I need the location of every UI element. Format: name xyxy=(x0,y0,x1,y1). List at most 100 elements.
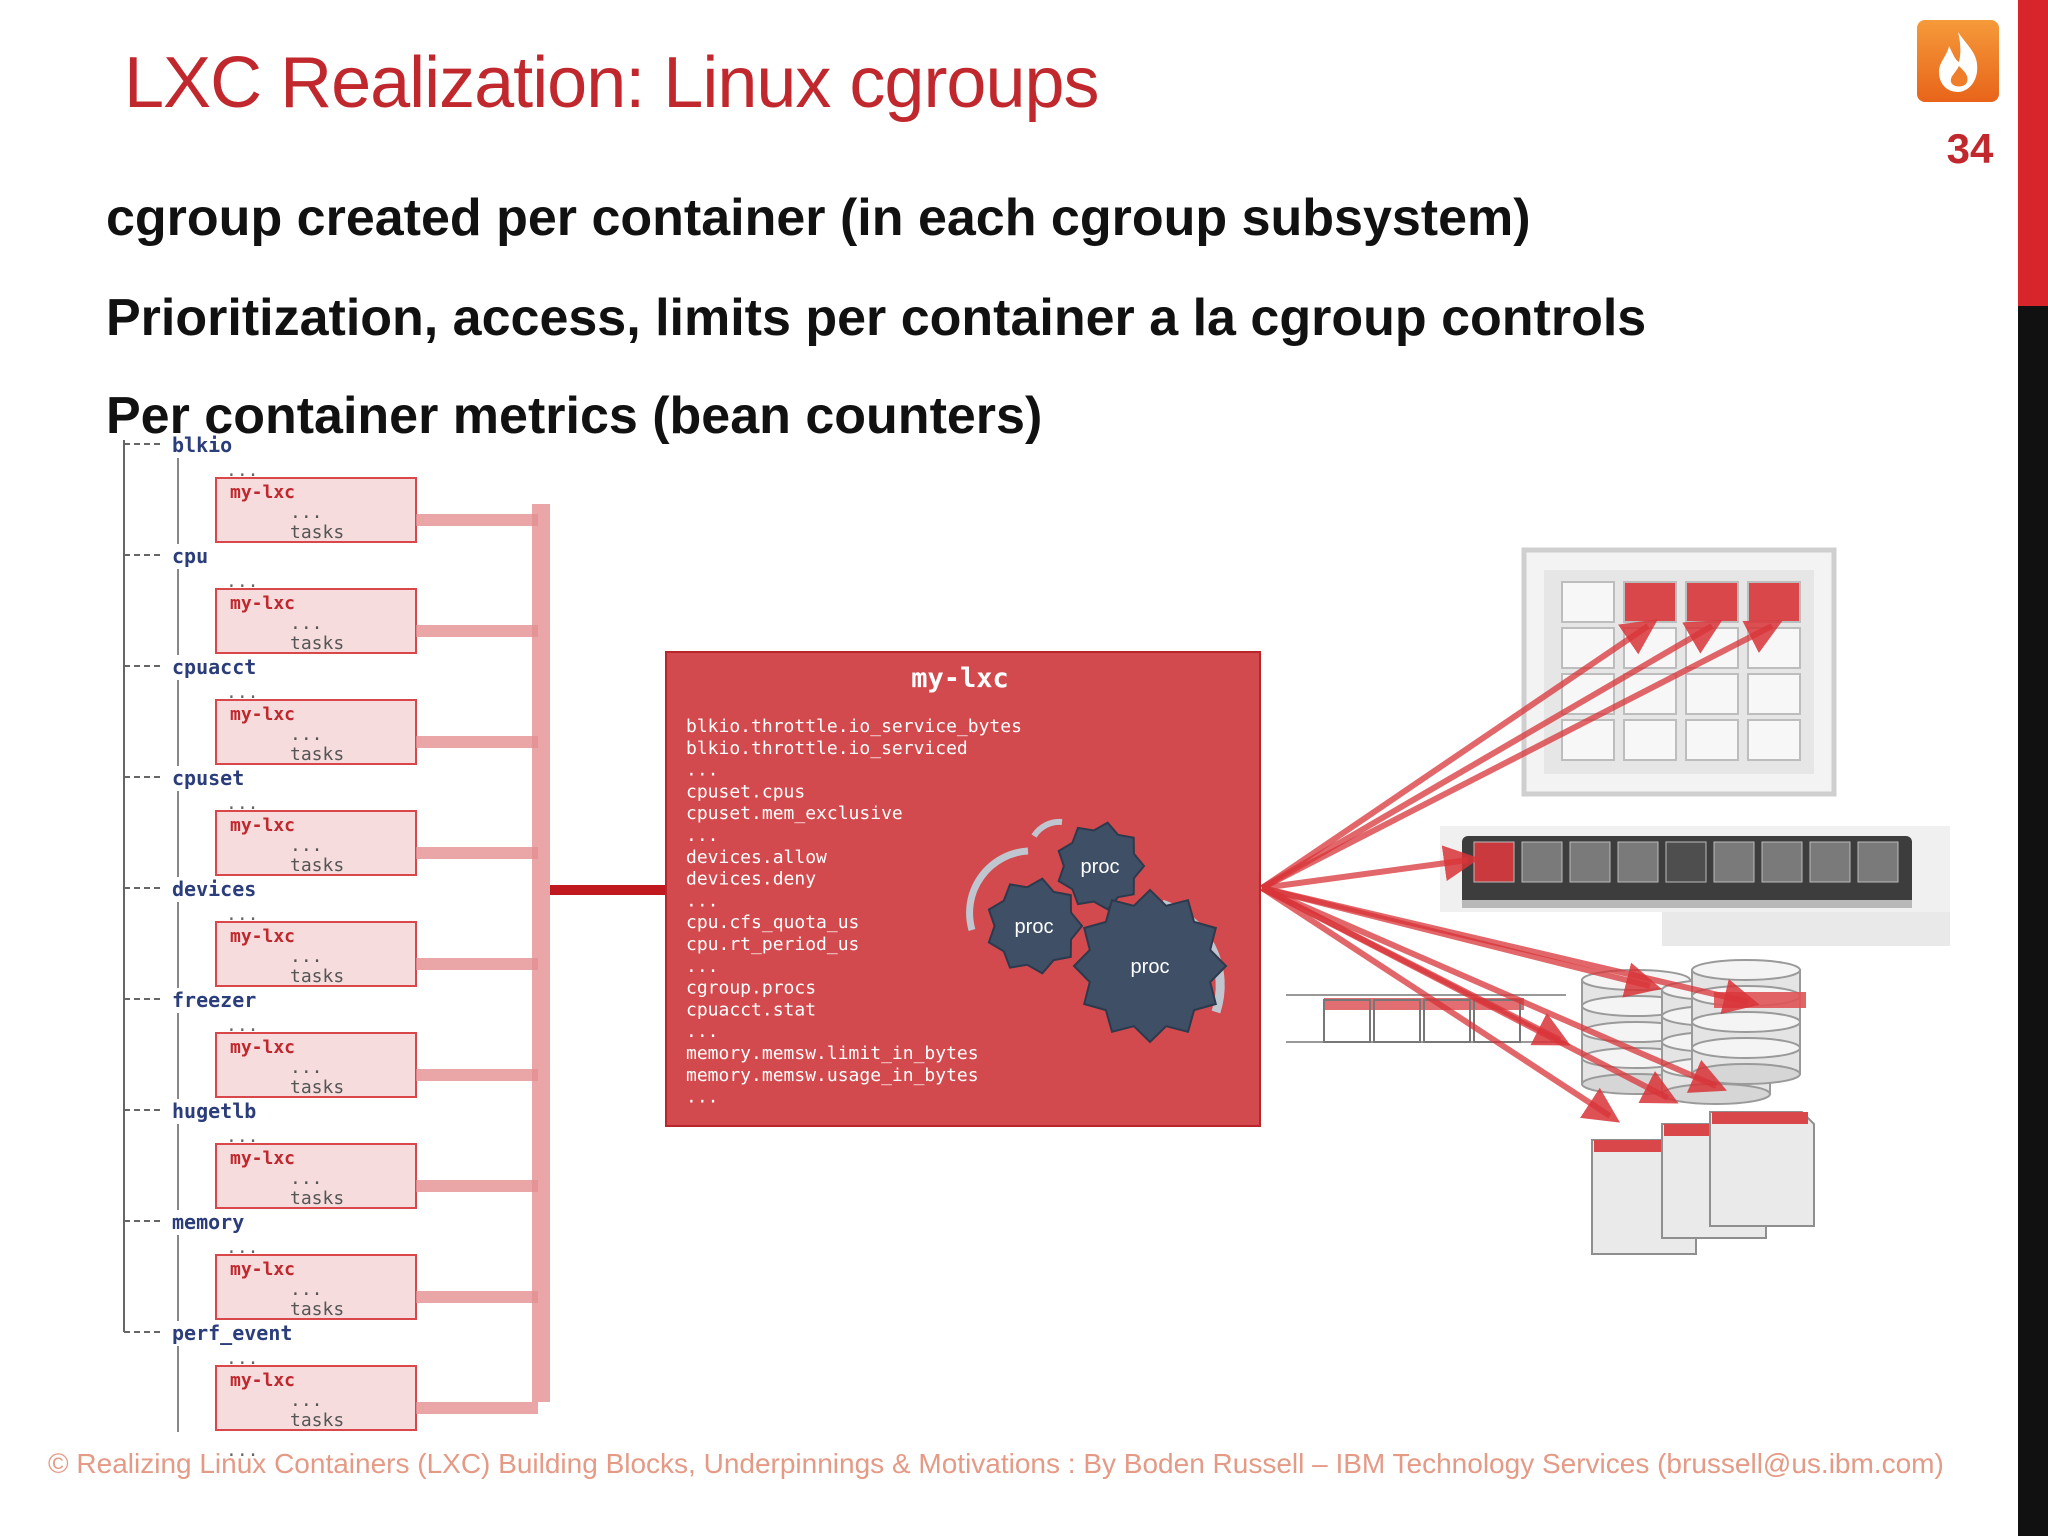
my-lxc-node xyxy=(215,699,417,765)
queue-slot xyxy=(1323,999,1371,1043)
my-lxc-node xyxy=(215,588,417,654)
memory-chip xyxy=(1569,841,1611,883)
memory-chip xyxy=(1617,841,1659,883)
resource-arrow xyxy=(1260,885,1727,1093)
page-number: 34 xyxy=(1946,125,1994,172)
tree-node-devices: devices...my-lxc...tasks xyxy=(124,877,538,988)
cpu-cell xyxy=(1561,581,1615,623)
proc-gear-icon: proc xyxy=(987,877,1084,975)
cgroup-file-line: ... xyxy=(686,956,719,977)
tasks-file: tasks xyxy=(290,1299,344,1320)
resource-arrow xyxy=(1260,885,1621,1123)
cpu-cell xyxy=(1685,719,1739,761)
memory-module-icon xyxy=(1440,826,1950,946)
tasks-file: tasks xyxy=(290,522,344,543)
document-icon xyxy=(1709,1111,1815,1227)
connector-branch xyxy=(416,1180,538,1192)
cgroup-file-line: cpuset.cpus xyxy=(686,781,805,802)
cgroup-box-bg xyxy=(665,651,1261,1127)
group-ellipsis: ... xyxy=(290,1279,323,1300)
resource-arrow xyxy=(1261,845,1480,891)
connector-branch xyxy=(416,1291,538,1303)
cpu-cell xyxy=(1561,719,1615,761)
tree-ellipsis: ... xyxy=(226,571,259,592)
tree-node-perf_event: perf_event...my-lxc...tasks xyxy=(124,1321,538,1432)
cgroup-file-line: memory.memsw.limit_in_bytes xyxy=(686,1043,979,1064)
memory-chip xyxy=(1665,841,1707,883)
proc-label: proc xyxy=(1131,956,1170,978)
accent-bar-dark xyxy=(2018,306,2048,1536)
connector-branch xyxy=(416,514,538,526)
subsystem-label: hugetlb xyxy=(172,1099,256,1123)
group-name: my-lxc xyxy=(230,1037,295,1058)
my-lxc-node xyxy=(215,1143,417,1209)
memory-chip xyxy=(1761,841,1803,883)
cgroup-file-line: cpu.cfs_quota_us xyxy=(686,912,859,933)
tree-ellipsis: ... xyxy=(226,1440,259,1461)
bullet-2: Prioritization, access, limits per conta… xyxy=(106,289,1647,347)
tree-node-cpuset: cpuset...my-lxc...tasks xyxy=(124,766,538,877)
cgroup-file-line: blkio.throttle.io_serviced xyxy=(686,738,968,759)
resource-arrow xyxy=(1260,619,1723,891)
subsystem-label: blkio xyxy=(172,433,232,457)
cgroup-file-line: ... xyxy=(686,890,719,911)
connector-branch xyxy=(416,1402,538,1414)
tasks-file: tasks xyxy=(290,1077,344,1098)
group-name: my-lxc xyxy=(230,1259,295,1280)
tree-ellipsis: ... xyxy=(226,1126,259,1147)
my-lxc-node xyxy=(215,1032,417,1098)
cgroup-file-line: blkio.throttle.io_service_bytes xyxy=(686,716,1022,737)
tasks-file: tasks xyxy=(290,744,344,765)
slide-title: LXC Realization: Linux cgroups xyxy=(124,43,1100,123)
connector-branch xyxy=(416,625,538,637)
document-stack-icon xyxy=(1591,1111,1815,1255)
group-name: my-lxc xyxy=(230,482,295,503)
my-lxc-node xyxy=(215,1365,417,1431)
resource-arrow xyxy=(1261,885,1760,1015)
my-lxc-node xyxy=(215,810,417,876)
my-lxc-node xyxy=(215,921,417,987)
cgroup-file-line: ... xyxy=(686,1087,719,1108)
cpu-cell xyxy=(1623,581,1677,623)
group-ellipsis: ... xyxy=(290,946,323,967)
tree-node-cpuacct: cpuacct...my-lxc...tasks xyxy=(124,655,538,766)
tasks-file: tasks xyxy=(290,1188,344,1209)
group-ellipsis: ... xyxy=(290,835,323,856)
cpu-cell xyxy=(1685,581,1739,623)
subsystem-label: cpu xyxy=(172,544,208,568)
group-name: my-lxc xyxy=(230,593,295,614)
proc-gear-icon: proc xyxy=(1057,821,1146,911)
cgroup-file-line: cpuset.mem_exclusive xyxy=(686,803,903,824)
cgroup-file-line: cpuacct.stat xyxy=(686,999,816,1020)
subsystem-label: perf_event xyxy=(172,1321,292,1345)
my-lxc-node xyxy=(215,1254,417,1320)
cgroup-files: blkio.throttle.io_service_bytesblkio.thr… xyxy=(686,716,1022,1108)
group-ellipsis: ... xyxy=(290,1168,323,1189)
subsystem-label: devices xyxy=(172,877,256,901)
connector-branch xyxy=(416,958,538,970)
subsystem-label: cpuacct xyxy=(172,655,256,679)
group-name: my-lxc xyxy=(230,704,295,725)
bullet-1: cgroup created per container (in each cg… xyxy=(106,189,1531,247)
cgroup-file-line: cpu.rt_period_us xyxy=(686,934,859,955)
queue-slot xyxy=(1373,999,1421,1043)
group-ellipsis: ... xyxy=(290,613,323,634)
cpu-cell xyxy=(1623,719,1677,761)
cgroup-file-line: cgroup.procs xyxy=(686,978,816,999)
memory-chip xyxy=(1713,841,1755,883)
tasks-file: tasks xyxy=(290,855,344,876)
tree-ellipsis: ... xyxy=(226,1237,259,1258)
tree-node-memory: memory...my-lxc...tasks xyxy=(124,1210,538,1321)
subsystem-label: cpuset xyxy=(172,766,244,790)
rotate-arrow-icon xyxy=(966,847,1029,931)
group-ellipsis: ... xyxy=(290,502,323,523)
resource-arrow xyxy=(1260,620,1783,891)
tasks-file: tasks xyxy=(290,1410,344,1431)
memory-chip xyxy=(1521,841,1563,883)
accent-bar-red xyxy=(2018,0,2048,306)
cgroup-file-line: ... xyxy=(686,760,719,781)
tree-ellipsis: ... xyxy=(226,1015,259,1036)
tree-node-cpu: cpu...my-lxc...tasks xyxy=(124,544,538,655)
connector-trunk xyxy=(532,504,666,1402)
memory-chip xyxy=(1809,841,1851,883)
